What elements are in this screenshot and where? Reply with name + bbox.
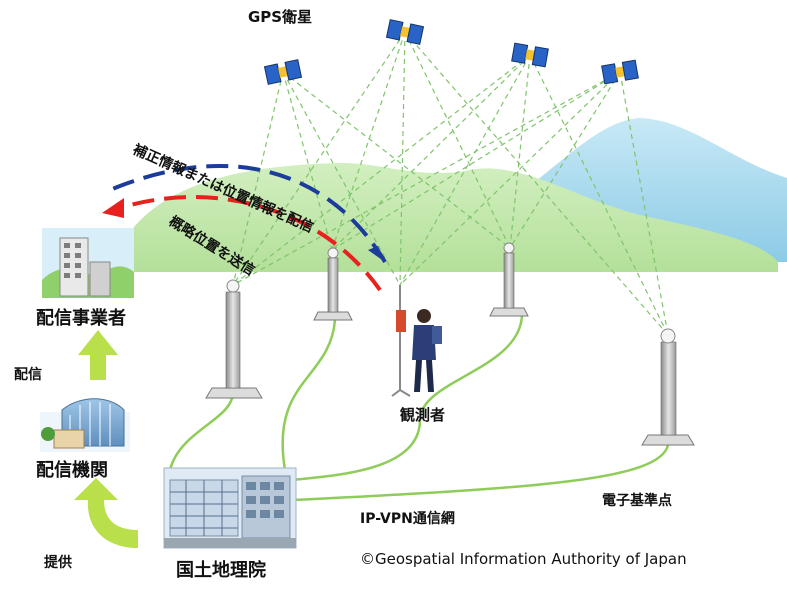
provision-arrow-icon [74,478,138,548]
distribution-label: 配信 [14,367,42,383]
correction-info-arrow [109,163,387,264]
satellite-4-icon [601,59,639,85]
distributor-building-icon [42,228,134,298]
reference-point-label: 電子基準点 [602,493,672,509]
approx-position-arrowhead [102,198,124,218]
reference-station-3-icon [489,242,529,317]
satellite-1-icon [263,59,303,85]
gps-satellite-label: GPS衛星 [248,8,313,26]
satellite-2-icon [385,19,425,45]
network-label: IP-VPN通信網 [360,511,455,527]
distribution-org-label: 配信機関 [36,460,108,481]
reference-station-2-icon [313,247,353,321]
provision-label: 提供 [44,555,72,571]
approx-position-arrow [119,195,382,292]
hills [130,162,778,272]
distribution-org-building-icon [40,398,130,452]
reference-station-1-icon [205,279,263,399]
reference-station-4-icon [641,328,695,446]
up-arrow-icon [78,330,118,380]
distributor-label: 配信事業者 [36,308,126,329]
observer-icon [391,285,442,397]
signal-lines [232,31,669,336]
gsi-label: 国土地理院 [176,560,266,581]
observer-label: 観測者 [400,406,446,424]
satellite-3-icon [511,42,549,68]
gsi-building-icon [163,467,297,549]
network-cables [168,314,670,502]
correction-info-arrowhead [368,246,385,262]
copyright-label: ©Geospatial Information Authority of Jap… [360,550,687,568]
